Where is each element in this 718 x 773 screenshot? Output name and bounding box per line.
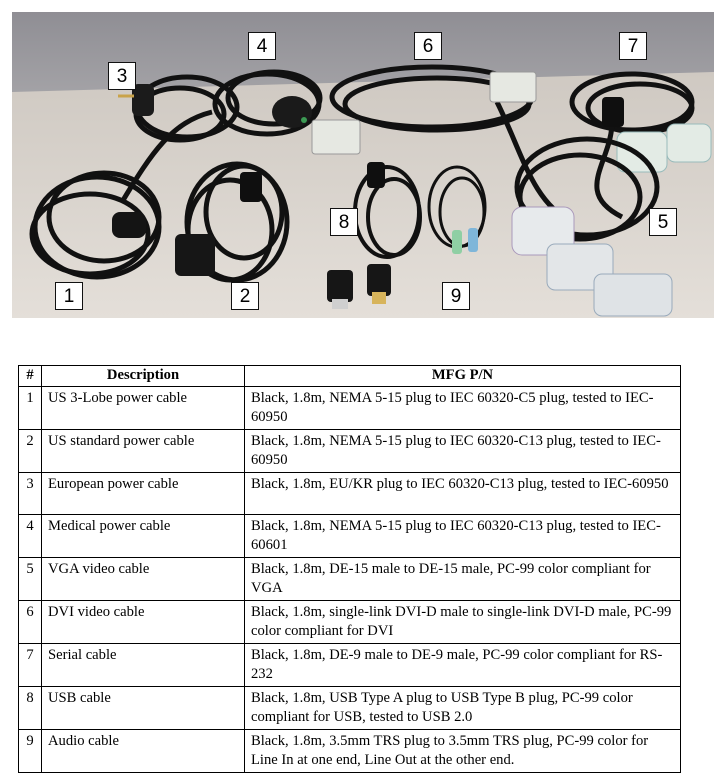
cable-7-coil [569, 71, 695, 220]
row-mfg-pn: Black, 1.8m, DE-9 male to DE-9 male, PC-… [244, 643, 681, 687]
row-num: 5 [18, 557, 42, 601]
callout-7: 7 [619, 32, 647, 60]
cable-8-plug-b [367, 264, 391, 296]
cable-spec-table: # Description MFG P/N 1 US 3-Lobe power … [18, 365, 681, 773]
row-num: 6 [18, 600, 42, 644]
row-num: 2 [18, 429, 42, 473]
cable-8-ferrite [367, 162, 385, 188]
table-row: 2 US standard power cable Black, 1.8m, N… [18, 429, 681, 473]
row-mfg-pn: Black, 1.8m, NEMA 5-15 plug to IEC 60320… [244, 514, 681, 558]
row-mfg-pn: Black, 1.8m, EU/KR plug to IEC 60320-C13… [244, 472, 681, 515]
cables-illustration [12, 12, 714, 318]
row-num: 9 [18, 729, 42, 773]
callout-6: 6 [414, 32, 442, 60]
header-num: # [18, 365, 42, 387]
row-description: Serial cable [41, 643, 245, 687]
row-description: European power cable [41, 472, 245, 515]
row-description: US 3-Lobe power cable [41, 386, 245, 430]
row-description: Audio cable [41, 729, 245, 773]
row-description: VGA video cable [41, 557, 245, 601]
row-mfg-pn: Black, 1.8m, USB Type A plug to USB Type… [244, 686, 681, 730]
table-row: 5 VGA video cable Black, 1.8m, DE-15 mal… [18, 557, 681, 601]
cable-8-plug-a [327, 270, 353, 302]
table-row: 7 Serial cable Black, 1.8m, DE-9 male to… [18, 643, 681, 687]
cable-1-coil [29, 109, 213, 280]
cables-photo: 1 2 3 4 5 6 7 8 9 [12, 12, 714, 318]
cable-2-ferrite [240, 172, 262, 202]
cable-9-plug-green [452, 230, 462, 254]
table-row: 1 US 3-Lobe power cable Black, 1.8m, NEM… [18, 386, 681, 430]
row-num: 8 [18, 686, 42, 730]
callout-4: 4 [248, 32, 276, 60]
table-header-row: # Description MFG P/N [18, 365, 681, 387]
cable-9-plug-blue [468, 228, 478, 252]
cable-3-plug [132, 84, 154, 116]
cable-5-coil [514, 136, 660, 242]
row-num: 7 [18, 643, 42, 687]
callout-8: 8 [330, 208, 358, 236]
row-description: DVI video cable [41, 600, 245, 644]
row-description: US standard power cable [41, 429, 245, 473]
cable-2-coil [184, 161, 290, 283]
cable-4-plug [272, 96, 312, 128]
row-num: 3 [18, 472, 42, 515]
cable-7-ferrite [602, 97, 624, 127]
callout-5: 5 [649, 208, 677, 236]
header-description: Description [41, 365, 245, 387]
cable-4-coil [212, 69, 323, 137]
callout-1: 1 [55, 282, 83, 310]
row-mfg-pn: Black, 1.8m, single-link DVI-D male to s… [244, 600, 681, 644]
table-row: 8 USB cable Black, 1.8m, USB Type A plug… [18, 686, 681, 730]
row-mfg-pn: Black, 1.8m, NEMA 5-15 plug to IEC 60320… [244, 429, 681, 473]
row-mfg-pn: Black, 1.8m, DE-15 male to DE-15 male, P… [244, 557, 681, 601]
table-row: 9 Audio cable Black, 1.8m, 3.5mm TRS plu… [18, 729, 681, 773]
cable-5-connector-b [593, 273, 673, 317]
table-row: 6 DVI video cable Black, 1.8m, single-li… [18, 600, 681, 644]
cable-6-connector-b [489, 71, 537, 103]
cable-7-connector-b [666, 123, 712, 163]
row-num: 4 [18, 514, 42, 558]
row-mfg-pn: Black, 1.8m, 3.5mm TRS plug to 3.5mm TRS… [244, 729, 681, 773]
header-mfg-pn: MFG P/N [244, 365, 681, 387]
cable-2-connector [175, 234, 215, 276]
table-row: 4 Medical power cable Black, 1.8m, NEMA … [18, 514, 681, 558]
table-row: 3 European power cable Black, 1.8m, EU/K… [18, 472, 681, 515]
row-num: 1 [18, 386, 42, 430]
row-description: USB cable [41, 686, 245, 730]
row-mfg-pn: Black, 1.8m, NEMA 5-15 plug to IEC 60320… [244, 386, 681, 430]
row-description: Medical power cable [41, 514, 245, 558]
callout-3: 3 [108, 62, 136, 90]
callout-2: 2 [231, 282, 259, 310]
callout-9: 9 [442, 282, 470, 310]
cable-1-connector [112, 212, 146, 238]
cable-5-hood [511, 206, 575, 256]
cable-6-connector-a [311, 119, 361, 155]
